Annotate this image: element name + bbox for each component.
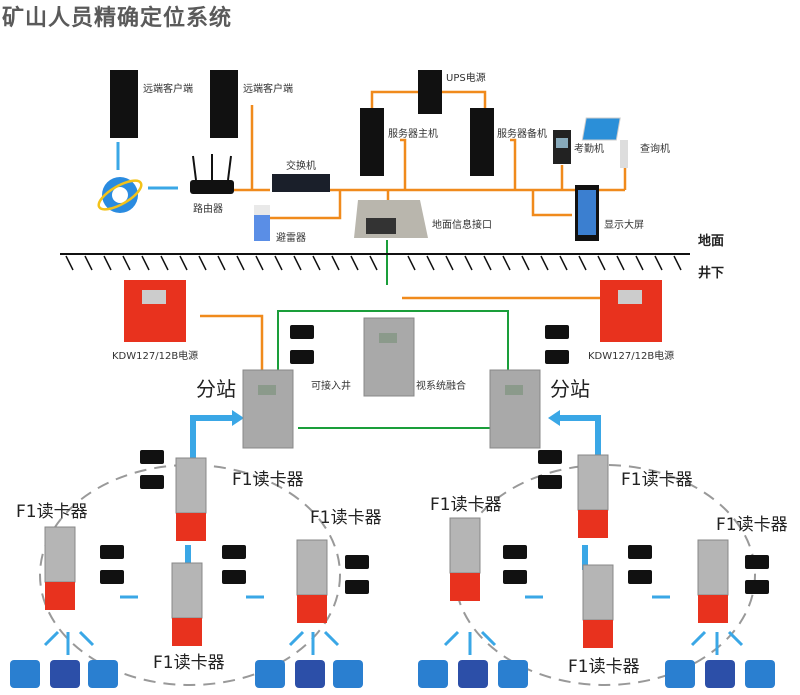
antenna-icon: [290, 350, 314, 364]
cap-lamp-icon: [255, 660, 285, 688]
antenna-icon: [100, 545, 124, 559]
antenna-icon: [628, 570, 652, 584]
antenna-icon: [538, 450, 562, 464]
card-reader-icon: [582, 564, 614, 648]
label-reader: F1读卡器: [232, 470, 304, 490]
cap-lamp-icon: [10, 660, 40, 688]
internet-explorer-icon: [97, 177, 143, 213]
surge-protector-icon: [254, 205, 270, 241]
card-reader-icon: [577, 454, 609, 538]
label-reader: F1读卡器: [310, 508, 382, 528]
antenna-icon: [628, 545, 652, 559]
label-server-backup: 服务器备机: [497, 129, 547, 140]
substation-left-icon: [242, 369, 294, 449]
cap-lamp-icon: [498, 660, 528, 688]
antenna-icon: [745, 555, 769, 569]
antenna-icon: [140, 475, 164, 489]
label-reader: F1读卡器: [430, 495, 502, 515]
cap-lamp-icon: [333, 660, 363, 688]
arrowheads: [232, 410, 560, 426]
surface-interface-icon: [354, 200, 428, 238]
label-display: 显示大屏: [604, 220, 644, 231]
label-reader: F1读卡器: [716, 515, 788, 535]
antenna-icon: [100, 570, 124, 584]
switch-icon: [272, 174, 330, 192]
label-remote-client-1: 远端客户端: [143, 84, 193, 95]
card-reader-icon: [175, 457, 207, 541]
label-reader: F1读卡器: [568, 657, 640, 677]
page-title: 矿山人员精确定位系统: [2, 6, 233, 31]
label-fusion-b: 视系统融合: [416, 381, 466, 392]
label-ups: UPS电源: [446, 73, 486, 84]
substation-right-icon: [489, 369, 541, 449]
zone-underground: 井下: [698, 266, 725, 281]
antenna-icon: [503, 570, 527, 584]
card-reader-icon: [697, 539, 729, 623]
locator-card-icon: [295, 660, 325, 688]
card-reader-icon: [44, 526, 76, 610]
label-reader: F1读卡器: [16, 502, 88, 522]
card-reader-icon: [449, 517, 481, 601]
cap-lamp-icon: [418, 660, 448, 688]
label-reader: F1读卡器: [621, 470, 693, 490]
ground-line: [60, 253, 690, 271]
antennas: [100, 325, 769, 594]
label-power-right: KDW127/12B电源: [588, 351, 675, 362]
locator-card-icon: [50, 660, 80, 688]
card-reader-icon: [296, 539, 328, 623]
server-main-icon: [360, 108, 384, 176]
label-attendance: 考勤机: [574, 144, 604, 155]
cap-lamp-icon: [745, 660, 775, 688]
power-supply-left-icon: [124, 280, 186, 342]
locator-card-icon: [705, 660, 735, 688]
label-kiosk: 查询机: [640, 144, 670, 155]
card-readers: [44, 454, 729, 648]
label-power-left: KDW127/12B电源: [112, 351, 199, 362]
fiber-links: [277, 240, 509, 429]
cap-lamp-icon: [665, 660, 695, 688]
label-switch: 交换机: [286, 161, 316, 172]
display-screen-icon: [575, 185, 599, 241]
antenna-icon: [538, 475, 562, 489]
label-substation-left: 分站: [196, 377, 236, 401]
cap-lamp-icon: [88, 660, 118, 688]
ups-icon: [418, 70, 442, 114]
label-substation-right: 分站: [550, 377, 590, 401]
antenna-icon: [345, 555, 369, 569]
label-server-main: 服务器主机: [388, 129, 438, 140]
fusion-substation-icon: [363, 317, 415, 397]
tag-devices: [10, 660, 775, 688]
antenna-icon: [503, 545, 527, 559]
locator-card-icon: [458, 660, 488, 688]
label-remote-client-2: 远端客户端: [243, 84, 293, 95]
remote-client-1-icon: [110, 70, 138, 138]
antenna-icon: [745, 580, 769, 594]
server-backup-icon: [470, 108, 494, 176]
antenna-icon: [140, 450, 164, 464]
antenna-icon: [222, 570, 246, 584]
label-surge-protector: 避雷器: [276, 233, 306, 244]
remote-client-2-icon: [210, 70, 238, 138]
label-reader: F1读卡器: [153, 653, 225, 673]
label-interface: 地面信息接口: [432, 220, 492, 231]
kiosk-icon: [581, 117, 628, 168]
zone-surface: 地面: [698, 234, 725, 249]
antenna-icon: [545, 350, 569, 364]
router-icon: [190, 154, 234, 194]
attendance-machine-icon: [553, 130, 571, 164]
antenna-icon: [290, 325, 314, 339]
antenna-icon: [545, 325, 569, 339]
label-router: 路由器: [193, 204, 223, 215]
power-supply-right-icon: [600, 280, 662, 342]
antenna-icon: [345, 580, 369, 594]
wireless-arrows: [43, 142, 744, 655]
antenna-icon: [222, 545, 246, 559]
card-reader-icon: [171, 562, 203, 646]
label-fusion-a: 可接入井: [311, 381, 351, 392]
